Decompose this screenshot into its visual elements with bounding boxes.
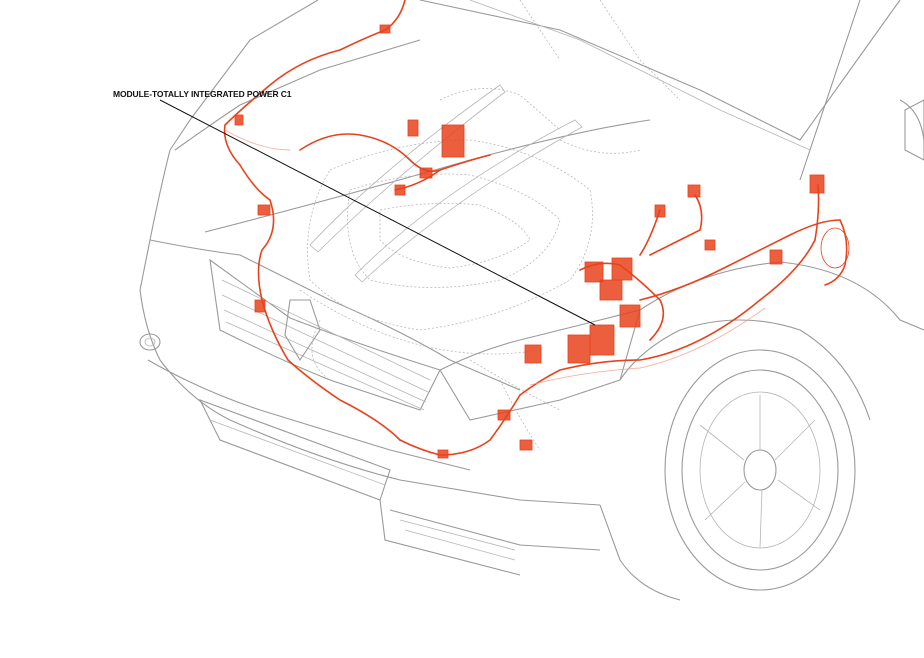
connector [704,239,716,251]
harness-parallel-run-2 [224,129,291,151]
connector [441,124,465,158]
connector [769,249,783,265]
connector [419,167,433,179]
callout-label-tipm-c1: MODULE-TOTALLY INTEGRATED POWER C1 [113,89,292,99]
connector [257,204,271,216]
connector [407,119,419,137]
wiring-harness [223,0,850,459]
connector [519,439,533,451]
engine-bay [299,0,681,451]
harness-front-right-run [519,239,816,396]
wheel-speed-sensor-connector [820,227,850,269]
connector [654,204,666,218]
connector [437,449,449,459]
connector [687,184,701,198]
connector [524,344,542,364]
connector [234,114,244,126]
connector [619,304,641,328]
harness-left-run [257,199,401,441]
connector [809,174,825,194]
harness-wheelhouse-run [824,219,848,286]
harness-fender-run [639,219,841,301]
connector [497,409,511,421]
connector [584,261,604,283]
connector [611,257,633,281]
harness-center-run [299,133,491,173]
harness-hood-run [223,0,406,201]
connector [379,24,391,34]
connector [589,324,615,356]
harness-parallel-run-1 [529,307,766,386]
vehicle-body [139,0,924,601]
connector [394,184,406,196]
connector [254,299,266,313]
connector [599,279,623,301]
harness-upper-right-run [649,194,703,256]
connector [567,334,591,364]
callout-leader-line [159,99,596,326]
